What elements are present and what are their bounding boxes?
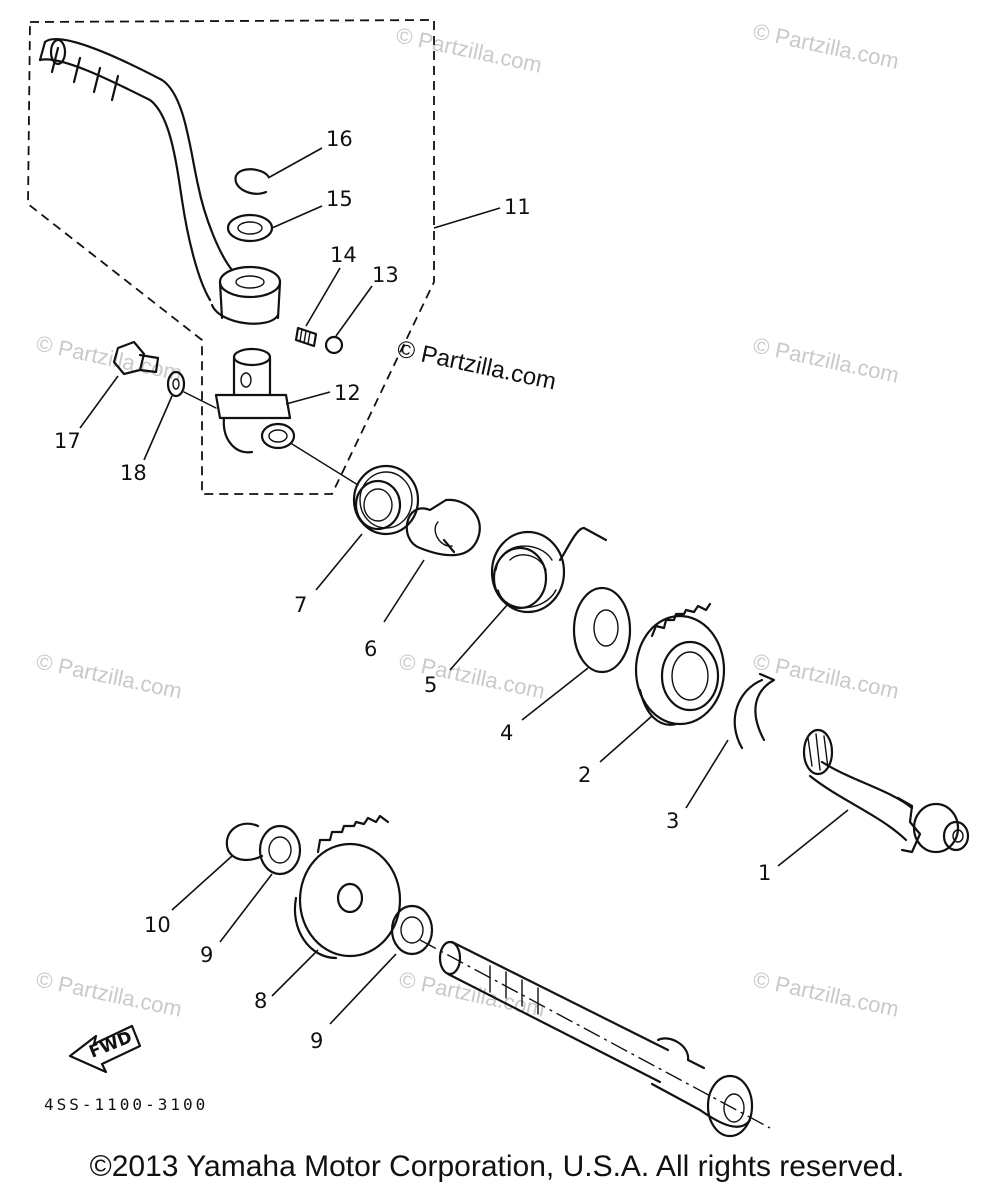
callout-12: 12 [334,381,361,405]
axis-line [183,391,359,486]
watermark: © Partzilla.com [751,18,901,73]
diagram-code: 4SS-1100-3100 [44,1095,208,1114]
assembly-boundary [27,19,435,495]
watermark: © Partzilla.com [34,966,184,1021]
watermark: © Partzilla.com [394,22,544,77]
bolt-17 [112,340,160,376]
fwd-label: FWD [86,1027,135,1062]
callout-17: 17 [54,429,81,453]
callout-13: 13 [372,263,399,287]
kick-crank-arm [38,38,282,325]
circlip-16 [234,168,270,195]
transmission-shaft [419,939,771,1138]
circlip-10 [225,822,264,862]
watermark: © Partzilla.com [751,332,901,387]
watermark: © Partzilla.com [751,966,901,1021]
forward-direction-arrow: FWD [68,1024,142,1074]
watermark-center: © Partzilla.com [395,335,559,395]
callouts: 16 15 11 14 13 12 17 18 7 6 5 4 2 3 1 10… [54,127,771,1053]
callout-7: 7 [294,593,307,617]
kick-boss-12 [214,347,296,454]
watermark: © Partzilla.com [34,330,184,385]
callout-14: 14 [330,243,357,267]
callout-6: 6 [364,637,377,661]
copyright-notice: ©2013 Yamaha Motor Corporation, U.S.A. A… [89,1150,905,1183]
spring-guide-6 [405,498,481,557]
leader-lines [79,147,849,1025]
callout-11: 11 [504,195,531,219]
torsion-spring-5 [490,526,608,614]
washer-9-lower [390,904,434,956]
kick-gear-2 [634,602,726,726]
kick-axle-1 [802,728,970,854]
callout-15: 15 [326,187,353,211]
callout-8: 8 [254,989,267,1013]
callout-9-lower: 9 [310,1029,323,1053]
callout-9-upper: 9 [200,943,213,967]
watermark: © Partzilla.com [34,648,184,703]
callout-10: 10 [144,913,171,937]
watermark: © Partzilla.com [397,648,547,703]
spring-14 [294,326,318,348]
washer-15 [226,213,274,243]
callout-18: 18 [120,461,147,485]
callout-16: 16 [326,127,353,151]
idler-gear-8 [293,814,402,960]
callout-5: 5 [424,673,437,697]
watermark: © Partzilla.com [751,648,901,703]
callout-3: 3 [666,809,679,833]
washer-9-upper [258,824,302,876]
callout-2: 2 [578,763,591,787]
washer-18 [166,370,186,398]
oil-seal-7 [352,464,420,536]
ball-13 [324,335,344,355]
callout-1: 1 [758,861,771,885]
washer-4 [572,586,632,674]
callout-4: 4 [500,721,513,745]
clip-3 [733,672,776,750]
